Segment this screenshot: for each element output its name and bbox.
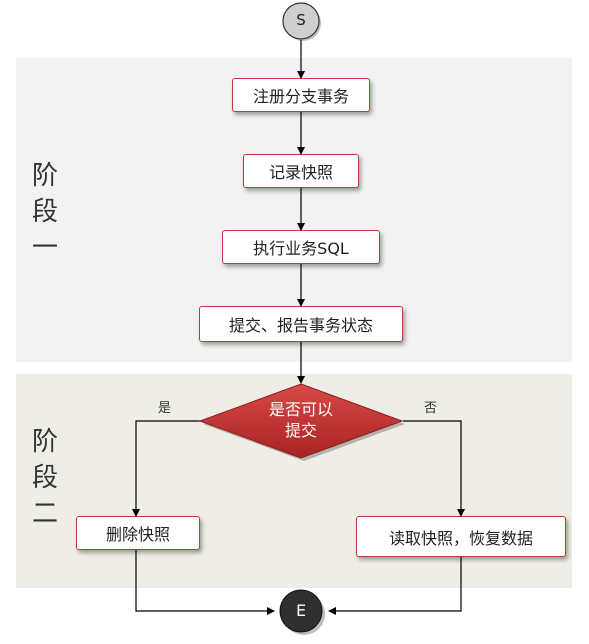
outcome-restore-data: 读取快照，恢复数据 xyxy=(356,516,566,557)
arrow-yes-branch xyxy=(132,420,201,517)
phase-two-char-2: 段 xyxy=(31,463,58,493)
no-branch-label: 否 xyxy=(424,401,438,416)
end-node xyxy=(279,589,323,633)
decision-line-2: 提交 xyxy=(284,421,317,440)
decision-label: 是否可以 提交 xyxy=(241,399,361,441)
step-report-status: 提交、报告事务状态 xyxy=(199,306,403,342)
arrow-no-branch xyxy=(403,420,465,517)
phase-two-char-1: 阶 xyxy=(31,427,58,457)
yes-branch-label: 是 xyxy=(158,401,172,416)
phase-one-char-3: 一 xyxy=(31,233,58,263)
step-execute-sql: 执行业务SQL xyxy=(222,230,380,264)
arrow-delete-to-end xyxy=(135,550,275,615)
step-register-branch: 注册分支事务 xyxy=(232,78,370,112)
step-record-snapshot: 记录快照 xyxy=(243,154,359,188)
start-label: S xyxy=(296,11,306,29)
arrow-restore-to-end xyxy=(328,557,462,615)
end-label: E xyxy=(295,601,307,620)
phase-two-label: 阶 段 二 xyxy=(28,424,62,532)
outcome-delete-snapshot: 删除快照 xyxy=(76,516,200,550)
decision-line-1: 是否可以 xyxy=(268,400,333,419)
phase-two-char-3: 二 xyxy=(31,499,58,529)
phase-one-label: 阶 段 一 xyxy=(28,158,62,266)
decision-diamond xyxy=(198,383,404,459)
start-node xyxy=(282,2,320,40)
phase-one-char-2: 段 xyxy=(31,197,58,227)
phase-one-char-1: 阶 xyxy=(31,161,58,191)
